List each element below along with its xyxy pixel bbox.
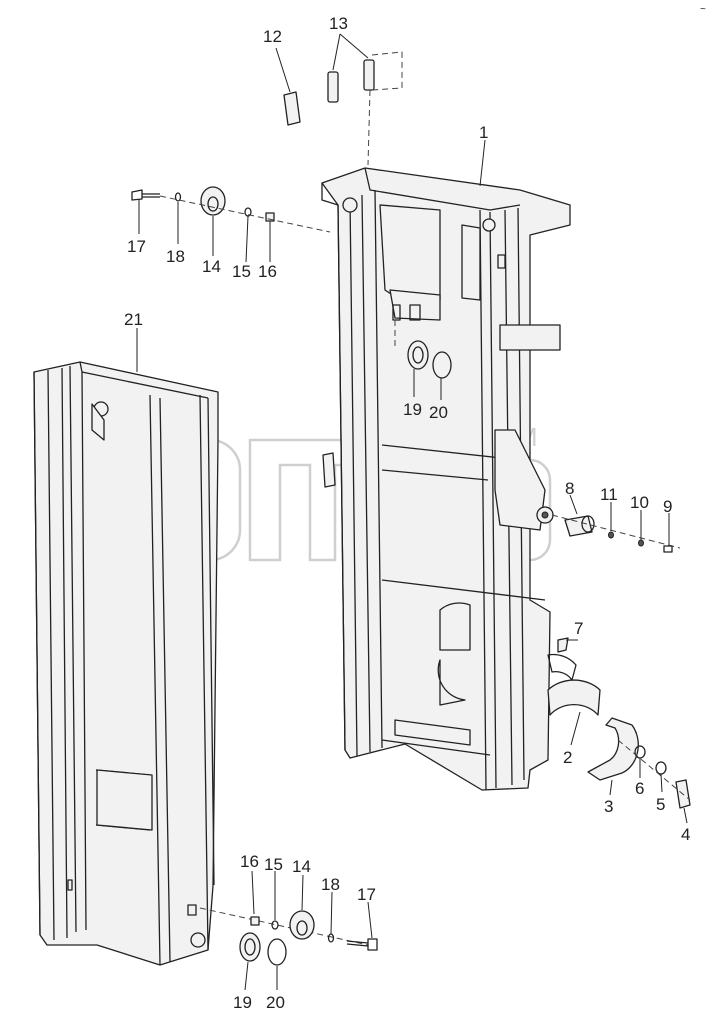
callout-15-upper: 15: [232, 262, 251, 281]
callout-20-upper: 20: [429, 403, 448, 422]
callout-19-lower: 19: [233, 993, 252, 1012]
callout-7: 7: [574, 619, 583, 638]
callout-3: 3: [604, 797, 613, 816]
callout-18-lower: 18: [321, 875, 340, 894]
lower-right-hardware: [547, 637, 691, 809]
leader-lines: [136, 33, 688, 991]
callout-17-lower: 17: [357, 885, 376, 904]
callout-1: 1: [479, 123, 488, 142]
callout-5: 5: [656, 795, 665, 814]
callout-18-upper: 18: [166, 247, 185, 266]
inner-mast: [321, 167, 571, 791]
callout-16-lower: 16: [240, 852, 259, 871]
part-2-half-bearing: [547, 679, 601, 716]
part-13-plate-b: [363, 59, 375, 91]
callout-6: 6: [635, 779, 644, 798]
part-3-clamp: [587, 717, 639, 781]
part-19-bearing-upper: [407, 340, 429, 370]
callout-20-lower: 20: [266, 993, 285, 1012]
callout-9: 9: [663, 497, 672, 516]
callout-15-lower: 15: [264, 855, 283, 874]
callout-2: 2: [563, 748, 572, 767]
part-8-pin: [564, 515, 593, 537]
lower-left-hardware: [199, 907, 378, 966]
part-14-roller-lower: [289, 910, 315, 940]
callout-16-upper: 16: [258, 262, 277, 281]
callout-17-upper: 17: [127, 237, 146, 256]
callout-labels: 12 13 1 17 18 14 15 16 21 19 20 8 11 10 …: [124, 14, 690, 1012]
callout-13: 13: [329, 14, 348, 33]
part-19-bearing-lower: [239, 932, 261, 962]
callout-10: 10: [630, 493, 649, 512]
outer-mast: [33, 361, 219, 966]
callout-11: 11: [600, 485, 618, 504]
part-20-ring-lower: [267, 938, 287, 966]
part-13-plate-a: [327, 71, 339, 103]
callout-4: 4: [681, 825, 690, 844]
part-20-ring-upper: [432, 351, 452, 379]
part-7-pin: [557, 637, 569, 653]
callout-14-upper: 14: [202, 257, 221, 276]
part-12-guide: [283, 91, 301, 126]
upper-hardware: [131, 51, 681, 553]
part-5-washer: [655, 761, 667, 775]
callout-12: 12: [263, 27, 282, 46]
callout-14-lower: 14: [292, 857, 311, 876]
callout-8: 8: [565, 479, 574, 498]
callout-19-upper: 19: [403, 400, 422, 419]
callout-21: 21: [124, 310, 143, 329]
corner-mark: ~: [700, 4, 706, 15]
